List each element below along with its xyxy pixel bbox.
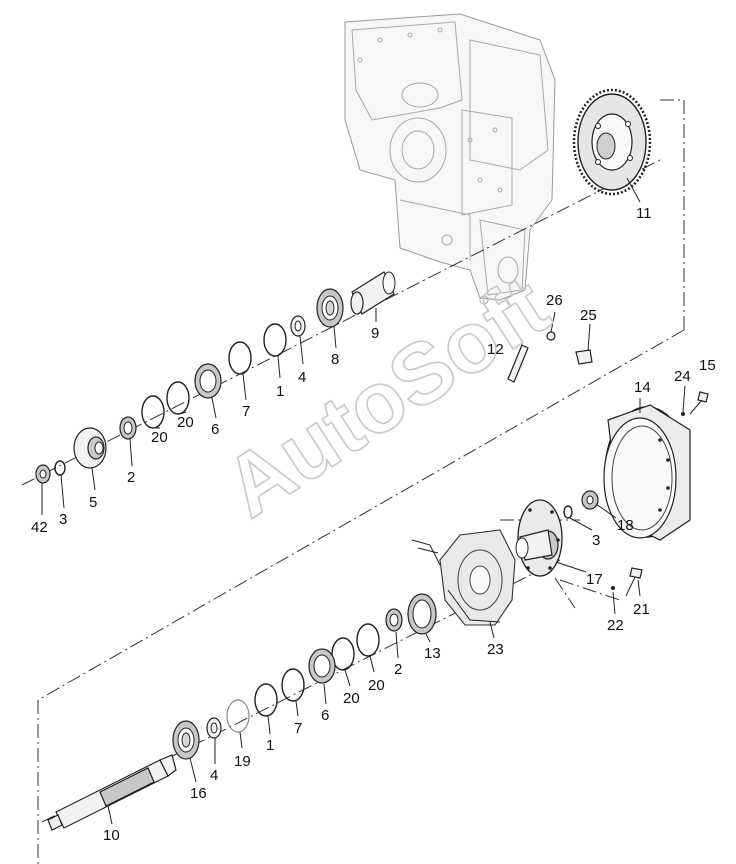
callout-24: 24 xyxy=(674,368,691,385)
ring-20-lower-a xyxy=(356,623,380,657)
seal-2-upper xyxy=(119,416,137,440)
callout-19: 19 xyxy=(234,753,251,770)
nut-42 xyxy=(35,464,51,484)
nut-18 xyxy=(581,490,599,510)
callout-13: 13 xyxy=(424,645,441,662)
ring-19 xyxy=(226,699,250,733)
bearing-16 xyxy=(172,720,200,760)
callout-18: 18 xyxy=(617,517,634,534)
callout-14: 14 xyxy=(634,379,651,396)
ring-20-upper-a xyxy=(166,381,190,415)
leader-lines xyxy=(41,177,686,825)
callout-labels: 11 9 8 4 1 7 6 20 20 2 5 3 42 26 25 12 1… xyxy=(31,205,716,844)
seal-13 xyxy=(407,593,437,635)
callout-3: 3 xyxy=(592,532,600,549)
ring-20-upper-b xyxy=(141,395,165,429)
washer-22 xyxy=(611,586,615,590)
callout-6: 6 xyxy=(211,421,219,438)
callout-16: 16 xyxy=(190,785,207,802)
shaft-10 xyxy=(47,754,177,831)
callout-21: 21 xyxy=(633,601,650,618)
callout-12: 12 xyxy=(487,341,504,358)
transmission-housing xyxy=(344,13,556,305)
callout-20: 20 xyxy=(368,677,385,694)
snap-ring-1-lower xyxy=(254,683,278,717)
callout-23: 23 xyxy=(487,641,504,658)
bearing-6-upper xyxy=(194,363,222,399)
callout-25: 25 xyxy=(580,307,597,324)
bearing-6-lower xyxy=(308,648,336,684)
callout-17: 17 xyxy=(586,571,603,588)
callout-26: 26 xyxy=(546,292,563,309)
brake-backplate-23 xyxy=(411,529,516,626)
washer-4-lower xyxy=(206,717,222,739)
callout-7: 7 xyxy=(242,403,250,420)
callout-11: 11 xyxy=(636,205,652,222)
callout-20: 20 xyxy=(343,690,360,707)
seal-2-lower xyxy=(385,608,403,632)
flange-5 xyxy=(73,427,107,469)
callout-20: 20 xyxy=(177,414,194,431)
ring-7-upper xyxy=(228,341,252,375)
bearing-8 xyxy=(316,288,344,328)
small-parts-26-25-12 xyxy=(507,331,593,383)
callout-3: 3 xyxy=(59,511,67,528)
ring-7-lower xyxy=(281,668,305,702)
callout-1: 1 xyxy=(266,737,274,754)
callout-9: 9 xyxy=(371,325,379,342)
gear-11 xyxy=(572,88,652,196)
snap-ring-1-upper xyxy=(263,323,287,357)
washer-24 xyxy=(681,412,685,416)
flange-shaft-17 xyxy=(515,499,563,577)
ring-20-lower-b xyxy=(331,637,355,671)
callout-4: 4 xyxy=(298,369,306,386)
centerlines xyxy=(21,99,685,864)
callout-5: 5 xyxy=(89,494,97,511)
callout-6: 6 xyxy=(321,707,329,724)
callout-8: 8 xyxy=(331,351,339,368)
sleeve-9 xyxy=(350,271,396,315)
bolt-21 xyxy=(625,567,643,597)
callout-7: 7 xyxy=(294,720,302,737)
washer-4-upper xyxy=(290,315,306,337)
brake-drum-14 xyxy=(603,404,691,541)
callout-15: 15 xyxy=(699,357,716,374)
callout-20: 20 xyxy=(151,429,168,446)
callout-42: 42 xyxy=(31,519,48,536)
callout-4: 4 xyxy=(210,767,218,784)
bolt-15 xyxy=(689,391,709,415)
ring-3-lower xyxy=(563,505,573,519)
callout-10: 10 xyxy=(103,827,120,844)
callout-22: 22 xyxy=(607,617,624,634)
callout-1: 1 xyxy=(276,383,284,400)
callout-2: 2 xyxy=(394,661,402,678)
ring-3-upper xyxy=(54,460,66,476)
callout-2: 2 xyxy=(127,469,135,486)
